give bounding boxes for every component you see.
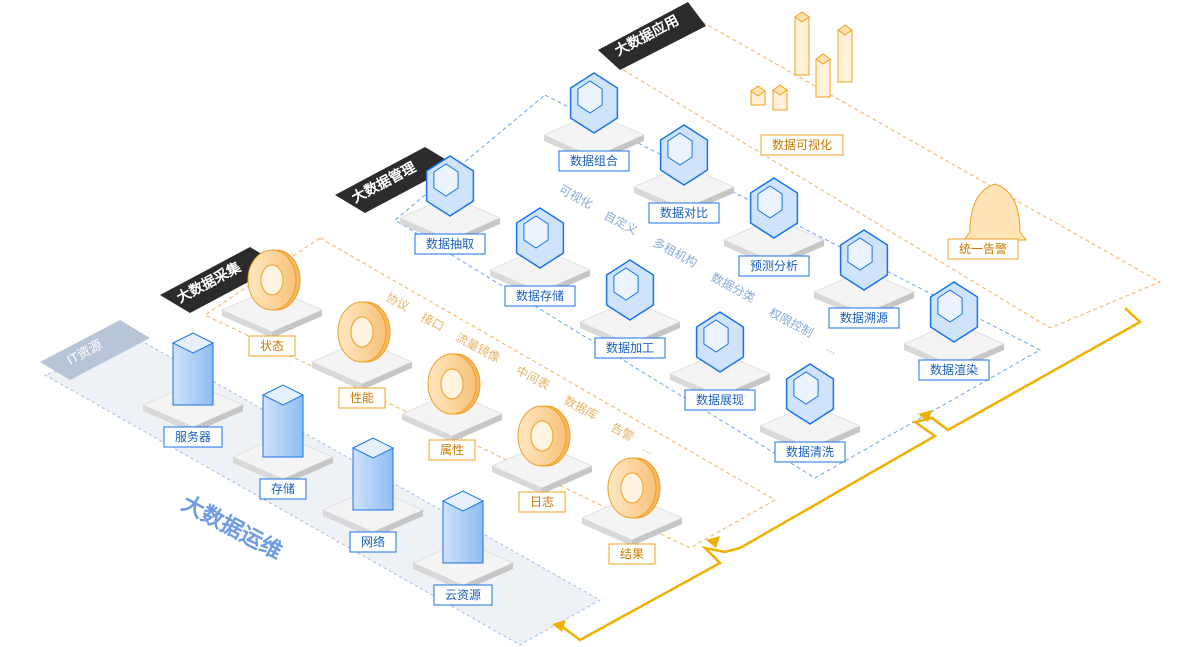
- management-node-label: 数据抽取: [426, 236, 474, 251]
- management-keyword: 多租机构: [651, 234, 700, 270]
- collection-node: 性能: [310, 301, 414, 409]
- stack-outline: [559, 307, 1143, 642]
- it-node-label: 云资源: [445, 588, 481, 602]
- arrow-marker-1: [552, 620, 566, 632]
- management-node: 数据对比: [632, 124, 736, 224]
- application-node-label: 数据可视化: [772, 137, 832, 152]
- collection-node: 属性: [400, 353, 504, 461]
- arrow-marker-2: [706, 536, 720, 548]
- management-node: 数据渲染: [902, 281, 1006, 381]
- collection-node: 结果: [580, 457, 684, 565]
- it-node-label: 服务器: [175, 429, 211, 444]
- it-node: 存储: [231, 384, 335, 500]
- it-node: 云资源: [411, 490, 515, 606]
- it-node-label: 存储: [271, 481, 295, 496]
- management-node-label: 数据加工: [606, 340, 654, 355]
- collection-keyword: 中间表: [514, 362, 553, 392]
- management-keyword: 权限控制: [767, 305, 816, 340]
- collection-keyword: 数据库: [562, 392, 601, 422]
- arrow-marker-3: [918, 410, 932, 422]
- management-node: 数据抽取: [398, 155, 502, 255]
- it-node: 服务器: [141, 332, 245, 448]
- application-node-visualization: 数据可视化: [750, 11, 853, 156]
- collection-layer-panel: [203, 237, 777, 549]
- collection-node-label: 结果: [620, 547, 644, 561]
- management-node-label: 数据清洗: [786, 444, 834, 459]
- management-node-label: 数据溯源: [840, 310, 888, 325]
- collection-node-label: 日志: [530, 495, 554, 509]
- management-node: 数据清洗: [758, 363, 862, 463]
- collection-keyword: 告警: [609, 419, 637, 444]
- management-node-label: 数据存储: [516, 288, 564, 303]
- management-node-label: 数据渲染: [930, 362, 978, 377]
- it-node-label: 网络: [361, 534, 385, 549]
- collection-node-label: 性能: [350, 391, 374, 405]
- application-node-alarm: 统一告警: [947, 183, 1027, 260]
- management-node: 数据存储: [488, 207, 592, 307]
- management-node: 预测分析: [722, 177, 826, 277]
- collection-node: 日志: [490, 405, 594, 513]
- management-keyword: 自定义: [602, 207, 641, 237]
- collection-keyword: 协议: [384, 289, 412, 314]
- management-keyword: ...: [825, 340, 840, 357]
- management-node-label: 数据展现: [696, 392, 744, 407]
- collection-node-label: 属性: [440, 443, 464, 457]
- management-node-label: 数据组合: [570, 153, 618, 168]
- it-layer-panel: [43, 339, 602, 646]
- collection-node: 状态: [220, 249, 324, 357]
- management-node-label: 预测分析: [750, 259, 798, 273]
- application-node-label: 统一告警: [959, 241, 1007, 256]
- collection-keyword: ...: [641, 440, 656, 457]
- management-node-label: 数据对比: [660, 205, 708, 220]
- collection-node-label: 状态: [260, 339, 284, 353]
- management-node: 数据溯源: [812, 229, 916, 329]
- management-node: 数据展现: [668, 311, 772, 411]
- collection-keyword: 接口: [419, 309, 447, 334]
- it-node: 网络: [321, 437, 425, 553]
- management-node: 数据组合: [542, 72, 646, 172]
- tag-application: 大数据应用: [598, 2, 706, 70]
- management-node: 数据加工: [578, 259, 682, 359]
- management-keyword: 可视化: [557, 181, 596, 211]
- tag-it-resources: IT资源: [40, 320, 150, 380]
